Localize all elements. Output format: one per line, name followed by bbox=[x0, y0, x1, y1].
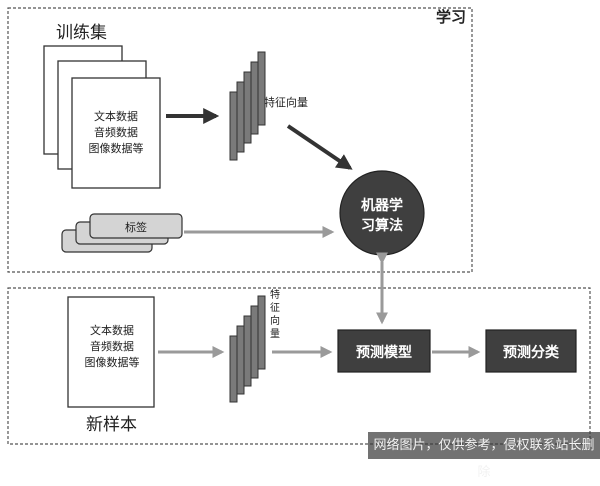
document-page bbox=[71, 77, 161, 189]
training-set-stack: 文本数据 音频数据 图像数据等 bbox=[43, 45, 161, 189]
new-feature-vector-bars bbox=[229, 295, 266, 403]
feature-bar bbox=[243, 71, 252, 144]
new-sample-content-audio: 音频数据 bbox=[90, 339, 134, 353]
tag-card bbox=[89, 213, 183, 239]
ml-workflow-diagram: 学习 训练集 文本数据 音频数据 图像数据等 特征向量 bbox=[7, 7, 591, 445]
learning-panel-border bbox=[7, 7, 473, 273]
new-sample-content-image: 图像数据等 bbox=[85, 355, 140, 369]
feature-vector-bars bbox=[229, 51, 266, 161]
prediction-model-label: 预测模型 bbox=[356, 344, 412, 361]
learning-panel-title: 学习 bbox=[436, 8, 466, 26]
feature-vector-label: 特征向量 bbox=[264, 95, 308, 109]
feature-bar bbox=[257, 51, 266, 126]
ml-algorithm-label-line1: 机器学 bbox=[361, 197, 403, 214]
feature-vector-char: 征 bbox=[270, 302, 280, 314]
feature-bar bbox=[257, 295, 266, 370]
new-sample-label: 新样本 bbox=[86, 415, 137, 435]
tag-label: 标签 bbox=[125, 220, 147, 234]
feature-bar bbox=[229, 335, 238, 403]
feature-vector-char: 向 bbox=[270, 314, 280, 327]
learning-panel: 学习 训练集 文本数据 音频数据 图像数据等 特征向量 bbox=[7, 7, 473, 273]
feature-vector-char: 特 bbox=[270, 289, 280, 301]
new-sample-content-text: 文本数据 bbox=[90, 323, 134, 337]
feature-vector-char: 量 bbox=[270, 328, 280, 340]
feature-bar bbox=[250, 61, 259, 135]
new-sample-document bbox=[67, 296, 155, 408]
prediction-model-box bbox=[337, 329, 431, 373]
training-content-text: 文本数据 bbox=[94, 109, 138, 123]
feature-bar bbox=[250, 305, 259, 379]
feature-bar bbox=[236, 81, 245, 153]
training-content-audio: 音频数据 bbox=[94, 125, 138, 139]
training-content-image: 图像数据等 bbox=[89, 141, 144, 155]
new-sample-panel-border bbox=[7, 287, 591, 445]
new-feature-vector-label: 特 征 向 量 bbox=[270, 289, 280, 340]
prediction-class-label: 预测分类 bbox=[503, 344, 560, 361]
feature-bar bbox=[243, 315, 252, 387]
ml-algorithm-label-line2: 习算法 bbox=[361, 217, 403, 234]
watermark-banner: 网络图片，仅供参考，侵权联系站长删除 bbox=[368, 432, 600, 480]
feature-bar bbox=[229, 91, 238, 161]
feature-bar bbox=[236, 325, 245, 395]
arrow-to-algorithm bbox=[286, 124, 353, 170]
prediction-class-box bbox=[485, 329, 577, 373]
new-sample-panel: 文本数据 音频数据 图像数据等 新样本 特 征 向 量 预测模型 预测分类 bbox=[7, 287, 591, 445]
tag-stack: 标签 bbox=[61, 213, 183, 253]
training-set-label: 训练集 bbox=[56, 23, 107, 43]
